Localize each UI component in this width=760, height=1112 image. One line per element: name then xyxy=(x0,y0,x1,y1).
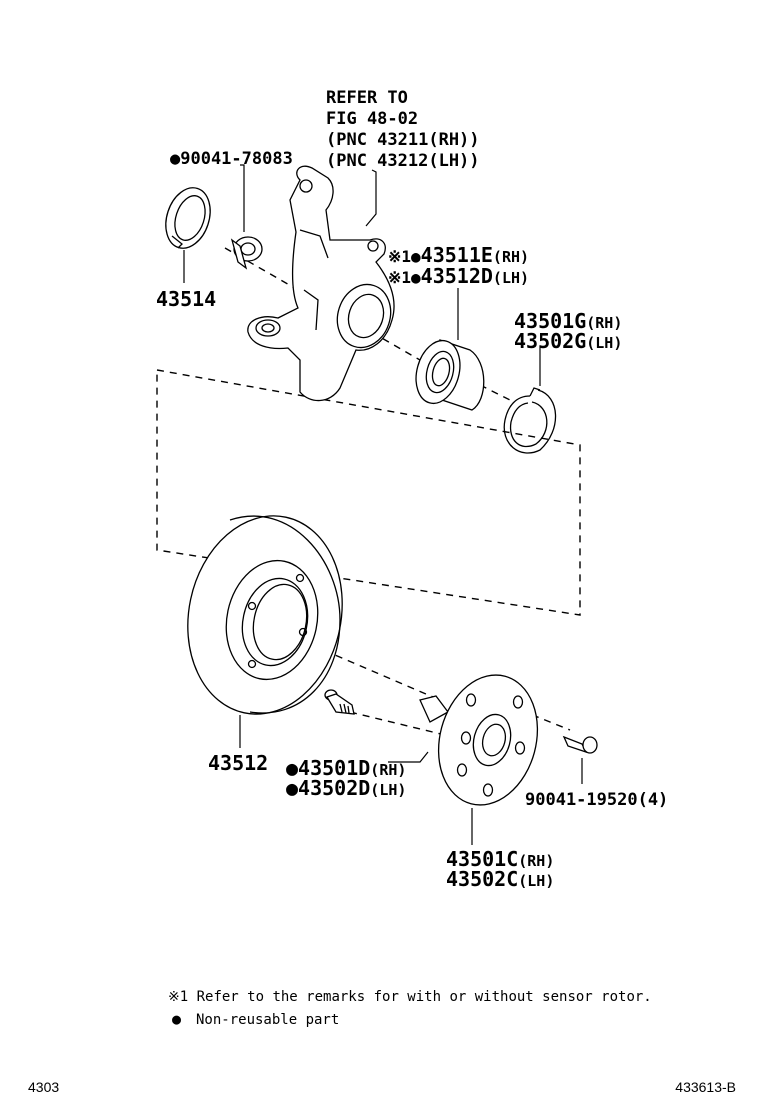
label-hub-bolt-lh[interactable]: ●43502D(LH) xyxy=(286,776,406,800)
label-axle-hub-lh[interactable]: 43502C(LH) xyxy=(446,867,554,891)
remark-sensor-rotor: ※1 Refer to the remarks for with or with… xyxy=(168,989,652,1005)
label-snap-ring-lh[interactable]: 43502G(LH) xyxy=(514,329,622,353)
label-snap-ring-rh[interactable]: 43501G(RH) xyxy=(514,309,622,333)
refer-line-2: FIG 48-02 xyxy=(326,109,418,129)
page-number: 4303 xyxy=(28,1079,59,1095)
label-hub-bolt-rh[interactable]: ●43501D(RH) xyxy=(286,756,406,780)
refer-line-4: (PNC 43212(LH)) xyxy=(326,151,480,171)
assembly-guide-lines xyxy=(156,247,581,736)
leader-lines xyxy=(183,164,583,845)
snap-ring-part xyxy=(503,387,557,454)
refer-line-3: (PNC 43211(RH)) xyxy=(326,130,480,150)
screw-part xyxy=(562,735,598,754)
oil-seal-part xyxy=(165,187,211,249)
label-43514[interactable]: 43514 xyxy=(156,287,216,311)
figure-code: 433613-B xyxy=(675,1079,736,1095)
label-90041-78083[interactable]: ●90041-78083 xyxy=(170,149,293,169)
steering-knuckle-part xyxy=(247,165,395,402)
label-axle-hub-rh[interactable]: 43501C(RH) xyxy=(446,847,554,871)
hub-bearing-part xyxy=(415,339,485,411)
non-reusable-mark-icon: ● xyxy=(172,1010,181,1028)
refer-line-1: REFER TO xyxy=(326,88,408,108)
label-43512[interactable]: 43512 xyxy=(208,751,268,775)
hub-bolt-part xyxy=(324,689,355,715)
brake-disc-part xyxy=(187,515,343,715)
nut-part xyxy=(230,236,263,270)
label-90041-19520[interactable]: 90041-19520(4) xyxy=(525,790,668,810)
axle-hub-part xyxy=(419,674,539,806)
remark-non-reusable: Non-reusable part xyxy=(196,1012,339,1028)
label-bearing-rh[interactable]: ※1●43511E(RH) xyxy=(388,243,529,267)
label-bearing-lh[interactable]: ※1●43512D(LH) xyxy=(388,264,529,288)
